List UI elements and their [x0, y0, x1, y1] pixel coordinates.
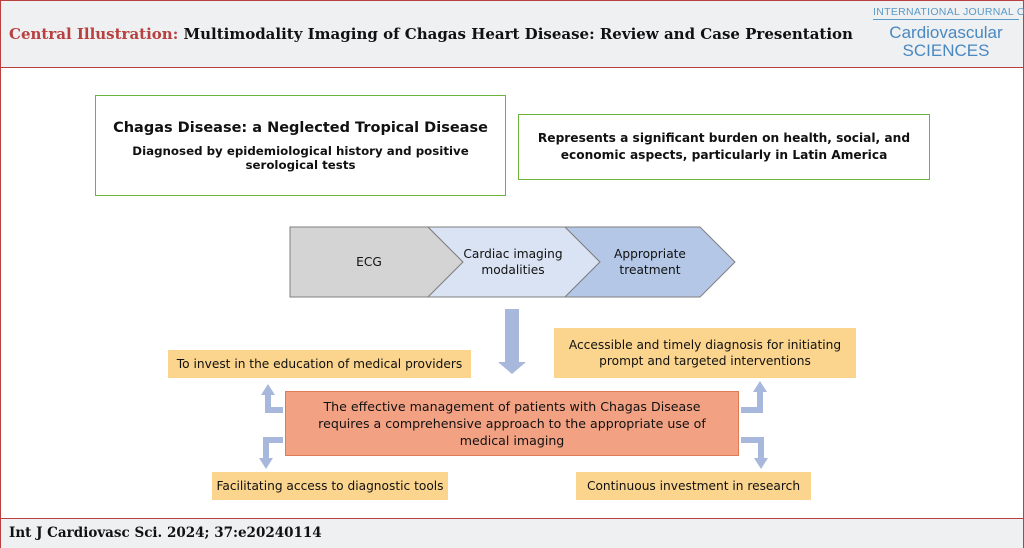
logo-line-2: Cardiovascular	[889, 23, 1003, 42]
chagas-definition-title: Chagas Disease: a Neglected Tropical Dis…	[113, 119, 488, 136]
outcome-research-box: Continuous investment in research	[576, 472, 811, 500]
outcome-diagnosis-text: Accessible and timely diagnosis for init…	[568, 338, 842, 368]
burden-box: Represents a significant burden on healt…	[518, 114, 930, 180]
chagas-definition-subtitle: Diagnosed by epidemiological history and…	[132, 143, 469, 172]
outcome-diagnosis-box: Accessible and timely diagnosis for init…	[554, 328, 856, 378]
citation: Int J Cardiovasc Sci. 2024; 37:e20240114	[9, 525, 322, 541]
central-management-box: The effective management of patients wit…	[285, 391, 739, 456]
logo-line-3: SCIENCES	[902, 41, 990, 60]
chagas-definition-box: Chagas Disease: a Neglected Tropical Dis…	[95, 95, 506, 196]
central-management-text: The effective management of patients wit…	[318, 399, 706, 448]
outcome-access-text: Facilitating access to diagnostic tools	[216, 479, 444, 493]
logo-line-1: INTERNATIONAL JOURNAL OF	[873, 6, 1024, 20]
burden-text: Represents a significant burden on healt…	[537, 131, 911, 162]
header-bar: Central Illustration: Multimodality Imag…	[1, 1, 1024, 68]
title-label: Central Illustration:	[9, 25, 179, 43]
outcome-education-box: To invest in the education of medical pr…	[168, 350, 471, 378]
process-step-ecg-label: ECG	[356, 255, 382, 269]
journal-logo: INTERNATIONAL JOURNAL OF Cardiovascular …	[873, 6, 1024, 64]
process-step-imaging-label: Cardiac imaging modalities	[463, 247, 563, 277]
page-title: Central Illustration: Multimodality Imag…	[9, 25, 853, 43]
outcome-research-text: Continuous investment in research	[586, 479, 801, 493]
outcome-access-box: Facilitating access to diagnostic tools	[212, 472, 448, 500]
footer-bar: Int J Cardiovasc Sci. 2024; 37:e20240114	[1, 518, 1023, 548]
title-text: Multimodality Imaging of Chagas Heart Di…	[183, 25, 853, 43]
process-step-treatment-label: Appropriate treatment	[614, 247, 686, 277]
outcome-education-text: To invest in the education of medical pr…	[176, 357, 463, 371]
